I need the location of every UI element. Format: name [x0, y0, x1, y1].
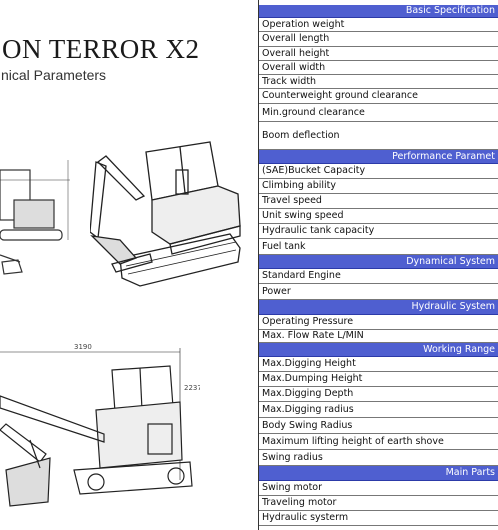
side-view-drawing: 3190 2237 [0, 343, 200, 507]
spec-row-label: Min.ground clearance [259, 104, 498, 122]
front-view-drawing [0, 160, 70, 275]
spec-row-label: Power [259, 284, 498, 300]
spec-row-label: Swing motor [259, 481, 498, 496]
drawing-panel: ON TERROR X2 nical Parameters [0, 34, 241, 507]
spec-row-label: Max.Dumping Height [259, 372, 498, 387]
spec-row-label: Boom deflection [259, 122, 498, 150]
spec-row-label: Overall length [259, 32, 498, 47]
page-subtitle: nical Parameters [1, 67, 107, 83]
spec-section-header: Dynamical System [259, 255, 498, 269]
page-title: ON TERROR X2 [2, 34, 200, 64]
dimension-label-length: 3190 [74, 343, 92, 351]
spec-row-label: Fuel tank [259, 239, 498, 255]
spec-row-label: (SAE)Bucket Capacity [259, 164, 498, 179]
spec-section-header: Performance Paramet [259, 150, 498, 164]
spec-row-label: Traveling motor [259, 496, 498, 511]
spec-row-label: Unit swing speed [259, 209, 498, 224]
spec-row-label: Operation weight [259, 18, 498, 32]
spec-section-header: Hydraulic System [259, 300, 498, 315]
spec-row-label: Standard Engine [259, 269, 498, 284]
spec-row-label: Maximum lifting height of earth shove [259, 434, 498, 450]
spec-section-header: Basic Specification [259, 5, 498, 18]
dimension-label-height: 2237 [184, 384, 200, 392]
spec-row-label: Hydraulic systerm [259, 511, 498, 526]
spec-row-label: Operating Pressure [259, 315, 498, 330]
spec-row-label: Swing radius [259, 450, 498, 466]
excavator-3d-drawing [90, 141, 241, 287]
spec-section-header: Working Range [259, 343, 498, 357]
spec-row-label: Max. Flow Rate L/MIN [259, 330, 498, 343]
spec-row-label: Hydraulic tank capacity [259, 224, 498, 239]
spec-row-label: Track width [259, 75, 498, 89]
spec-row-label: Overall height [259, 47, 498, 61]
spec-row-label: Max.Digging Height [259, 357, 498, 372]
spec-row-label: Max.Digging Depth [259, 387, 498, 402]
spec-row-label: Max.Digging radius [259, 402, 498, 418]
spec-row-label: Body Swing Radius [259, 418, 498, 434]
spec-row-label: Travel speed [259, 194, 498, 209]
spec-row-label: Climbing ability [259, 179, 498, 194]
spec-row-label: Overall width [259, 61, 498, 75]
spec-section-header: Main Parts [259, 466, 498, 481]
spec-row-label: Counterweight ground clearance [259, 89, 498, 104]
